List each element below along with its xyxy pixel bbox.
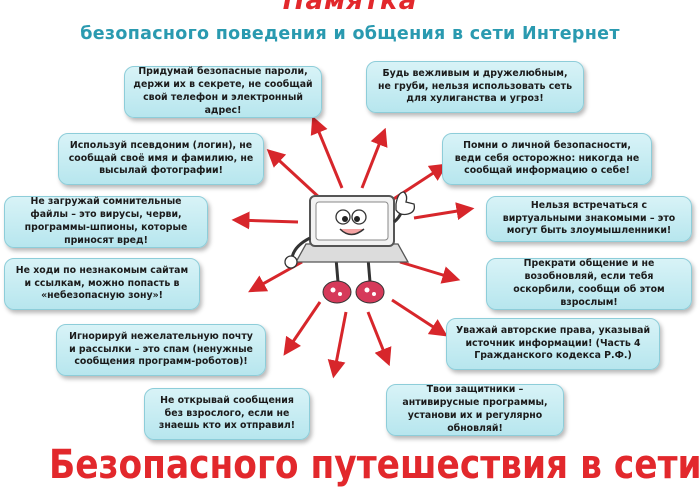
- page-subtitle: безопасного поведения и общения в сети И…: [80, 24, 620, 44]
- arrow-to-passwords: [310, 115, 344, 189]
- tip-virtual-friends: Нельзя встречаться с виртуальными знаком…: [486, 196, 692, 242]
- tip-antivirus: Твои защитники – антивирусные программы,…: [386, 384, 564, 436]
- arrow-to-virtual-friends: [413, 202, 475, 221]
- laptop-mascot-icon: [284, 191, 416, 304]
- tip-passwords: Придумай безопасные пароли, держи их в с…: [124, 66, 322, 118]
- tip-adult-supervision: Не открывай сообщения без взрослого, есл…: [144, 388, 310, 440]
- page-title: Памятка: [282, 0, 418, 16]
- arrow-to-antivirus: [366, 311, 392, 367]
- tip-copyright: Уважай авторские права, указывай источни…: [446, 318, 660, 370]
- tip-personal-safety: Помни о личной безопасности, веди себя о…: [442, 133, 652, 185]
- arrow-to-stop-communication: [399, 260, 461, 284]
- arrow-to-pseudonym: [266, 148, 324, 202]
- footer-slogan: Безопасного путешествия в сети!: [49, 442, 700, 488]
- tip-suspicious-files: Не загружай сомнительные файлы – это вир…: [4, 196, 208, 248]
- arrow-to-adult-supervision: [327, 311, 348, 379]
- tip-spam: Игнорируй нежелательную почту и рассылки…: [56, 324, 266, 376]
- tip-pseudonym: Используй псевдоним (логин), не сообщай …: [58, 133, 264, 185]
- tip-stop-communication: Прекрати общение и не возобновляй, если …: [486, 258, 692, 310]
- arrow-to-copyright: [391, 298, 448, 337]
- tip-unknown-sites: Не ходи по незнакомым сайтам и ссылкам, …: [4, 258, 200, 310]
- arrow-to-spam: [283, 301, 322, 356]
- arrow-to-politeness: [360, 127, 388, 189]
- arrow-to-suspicious-files: [231, 211, 299, 230]
- tip-politeness: Будь вежливым и дружелюбным, не груби, н…: [366, 61, 584, 113]
